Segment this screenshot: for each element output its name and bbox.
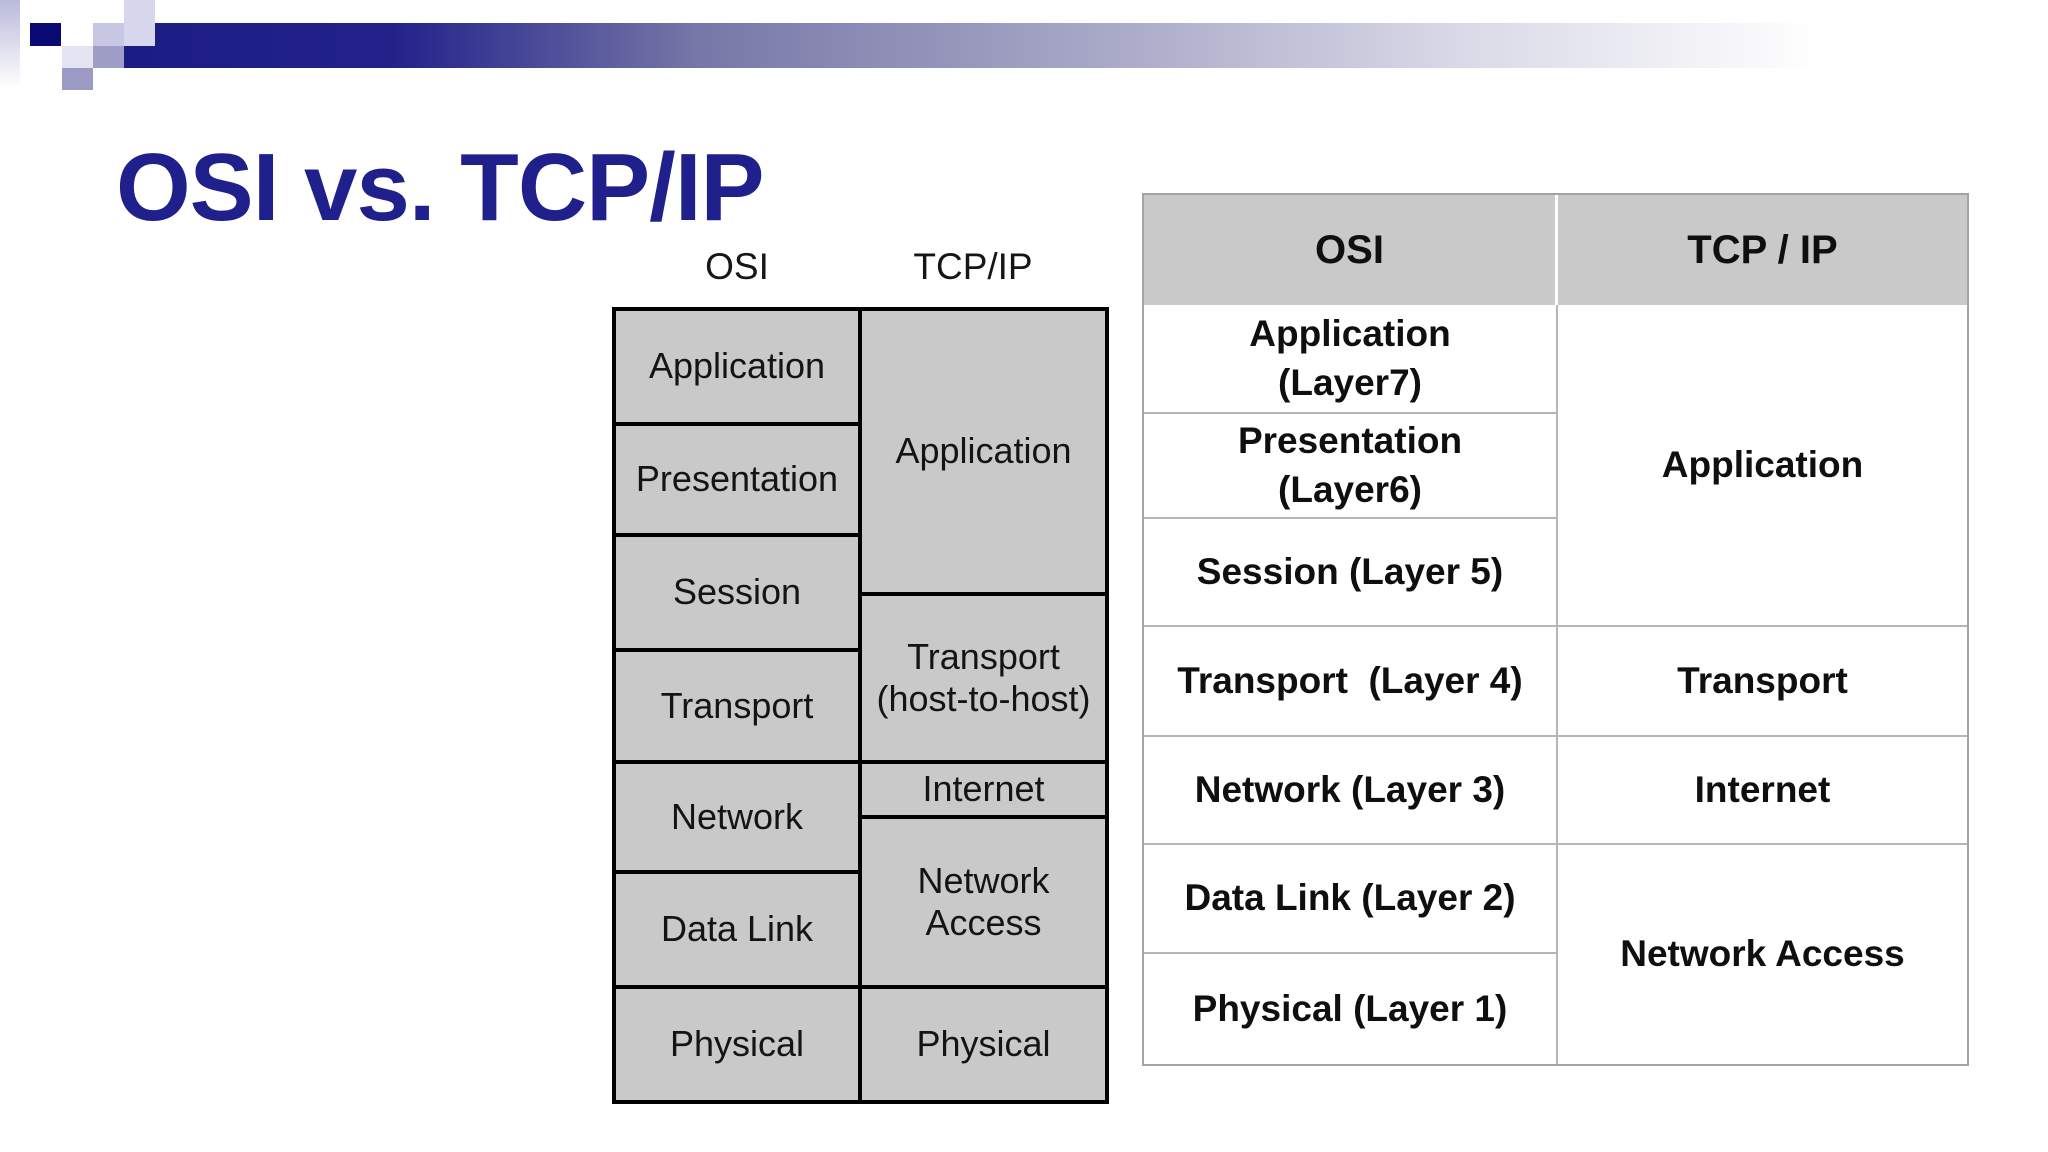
cell-line: Data Link (Layer 2) [1184, 877, 1516, 919]
deco-left-strip [0, 0, 20, 88]
deco-square-medium2 [62, 68, 93, 90]
table-cell-osi-presentation: Presentation (Layer6) [1144, 414, 1558, 519]
tcpip-layer-application: Application [858, 307, 1109, 596]
osi-layer-network: Network [612, 760, 862, 874]
table-header-osi: OSI [1144, 195, 1558, 305]
cell-line: Network (Layer 3) [1194, 768, 1506, 810]
layer-label: Network [917, 859, 1050, 901]
table-cell-osi-network: Network (Layer 3) [1144, 737, 1558, 845]
cell-line: Presentation [1237, 419, 1463, 461]
cell-line: Transport [1677, 659, 1848, 701]
osi-layer-physical: Physical [612, 985, 862, 1104]
cell-line: Physical (Layer 1) [1192, 987, 1508, 1029]
layer-stack-diagram: Application Presentation Session Transpo… [612, 307, 1109, 1104]
osi-layer-session: Session [612, 533, 862, 652]
table-cell-tcpip-transport: Transport [1558, 627, 1967, 737]
table-cell-tcpip-network-access: Network Access [1558, 845, 1967, 1064]
table-cell-osi-application: Application (Layer7) [1144, 305, 1558, 414]
table-cell-tcpip-application: Application [1558, 305, 1967, 627]
deco-square-pale [124, 0, 155, 46]
deco-square-navy [30, 23, 61, 46]
layer-label: Application [895, 430, 1072, 472]
cell-line: Application [1661, 443, 1864, 485]
table-cell-osi-session: Session (Layer 5) [1144, 519, 1558, 627]
table-cell-osi-transport: Transport (Layer 4) [1144, 627, 1558, 737]
cell-line: Network Access [1620, 933, 1905, 975]
osi-layer-application: Application [612, 307, 862, 426]
layer-label: Physical [916, 1023, 1051, 1065]
layer-label: Transport [907, 635, 1060, 677]
tcpip-stack-header: TCP/IP [913, 246, 1033, 287]
tcpip-layer-network-access: Network Access [858, 815, 1109, 989]
table-cell-tcpip-internet: Internet [1558, 737, 1967, 845]
table-cell-osi-physical: Physical (Layer 1) [1144, 954, 1558, 1064]
deco-gradient-bar [124, 23, 2048, 68]
layer-sublabel: Access [925, 902, 1042, 943]
page-title: OSI vs. TCP/IP [116, 134, 765, 241]
deco-square-lavender [93, 23, 124, 46]
cell-line: Internet [1694, 768, 1831, 810]
osi-layer-presentation: Presentation [612, 422, 862, 537]
osi-layer-transport: Transport [612, 648, 862, 764]
tcpip-layer-transport: Transport (host-to-host) [858, 592, 1109, 764]
deco-square-medium [93, 46, 124, 68]
table-header-tcpip: TCP / IP [1558, 195, 1967, 305]
comparison-table: OSI TCP / IP Application (Layer7) Applic… [1142, 193, 1969, 1066]
cell-line: Session (Layer 5) [1196, 550, 1504, 592]
table-cell-osi-datalink: Data Link (Layer 2) [1144, 845, 1558, 954]
tcpip-layer-physical: Physical [858, 985, 1109, 1104]
cell-line: (Layer6) [1278, 468, 1422, 510]
cell-line: (Layer7) [1278, 361, 1422, 403]
osi-stack-header: OSI [705, 246, 769, 287]
deco-square-light [62, 46, 93, 68]
osi-layer-datalink: Data Link [612, 870, 862, 989]
layer-sublabel: (host-to-host) [876, 678, 1091, 719]
tcpip-layer-internet: Internet [858, 760, 1109, 819]
layer-label: Internet [922, 768, 1045, 810]
cell-line: Transport (Layer 4) [1177, 659, 1523, 701]
cell-line: Application [1249, 312, 1451, 354]
